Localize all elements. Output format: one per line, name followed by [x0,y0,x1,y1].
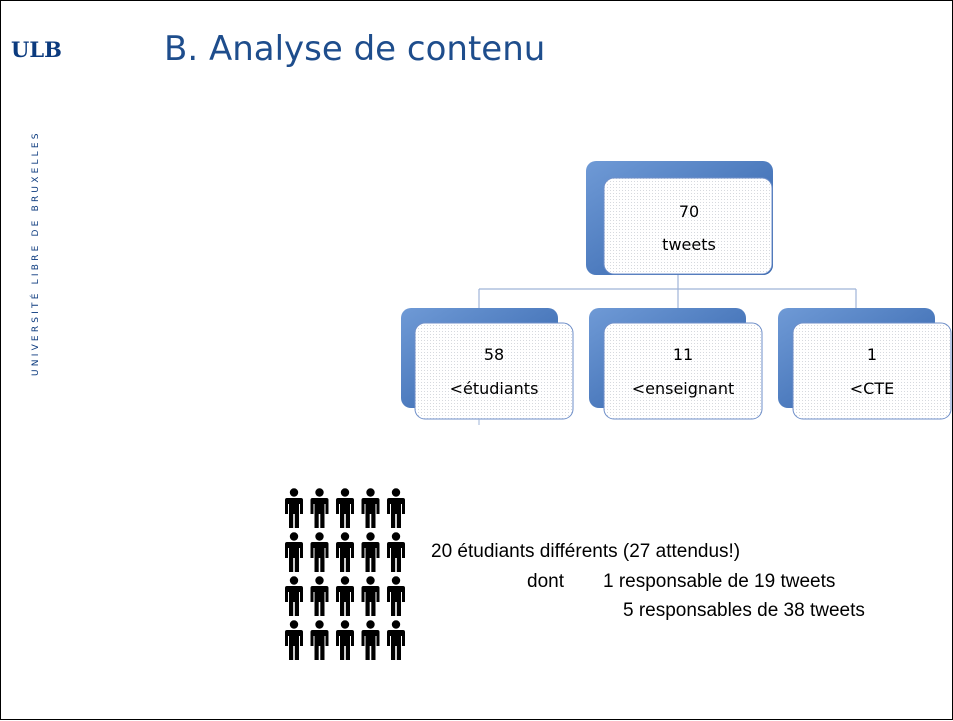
child-label-students: <étudiants [450,379,539,398]
connectors [478,275,857,309]
info-line-3: 5 responsables de 38 tweets [623,600,865,621]
person-icon [336,576,354,616]
child-label-teacher: <enseignant [632,379,735,398]
root-value: 70 [679,202,699,221]
child-value-cte: 1 [867,345,877,364]
person-icon [310,576,329,616]
person-icon [336,488,354,528]
child-node-students: 58 <étudiants [401,308,574,420]
person-icon [310,620,329,660]
people-icon-grid [285,488,405,660]
person-icon [387,576,405,616]
person-icon [336,620,354,660]
person-icon [361,576,380,616]
info-line-1: 20 étudiants différents (27 attendus!) [431,541,741,562]
person-icon [361,620,380,660]
page-title: B. Analyse de contenu [164,29,546,69]
person-icon [310,488,329,528]
person-icon [387,488,405,528]
person-icon [361,488,380,528]
root-label: tweets [662,235,716,254]
child-node-cte: 1 <CTE [778,308,952,420]
ulb-logo: ULB [11,37,62,62]
person-icon [361,532,380,572]
person-icon [387,532,405,572]
info-dont: dont [527,571,564,592]
child-value-students: 58 [484,345,504,364]
info-line-2: 1 responsable de 19 tweets [603,571,836,592]
person-icon [285,576,303,616]
child-node-teacher: 11 <enseignant [589,308,763,420]
person-icon [336,532,354,572]
person-icon [285,620,303,660]
root-node: 70 tweets [586,161,773,275]
child-label-cte: <CTE [850,379,894,398]
university-vertical-text: UNIVERSITÉ LIBRE DE BRUXELLES [24,86,44,376]
person-icon [310,532,329,572]
svg-text:UNIVERSITÉ LIBRE DE BRUXELLES: UNIVERSITÉ LIBRE DE BRUXELLES [29,130,41,376]
person-icon [387,620,405,660]
person-icon [285,488,303,528]
person-icon [285,532,303,572]
child-value-teacher: 11 [673,345,693,364]
